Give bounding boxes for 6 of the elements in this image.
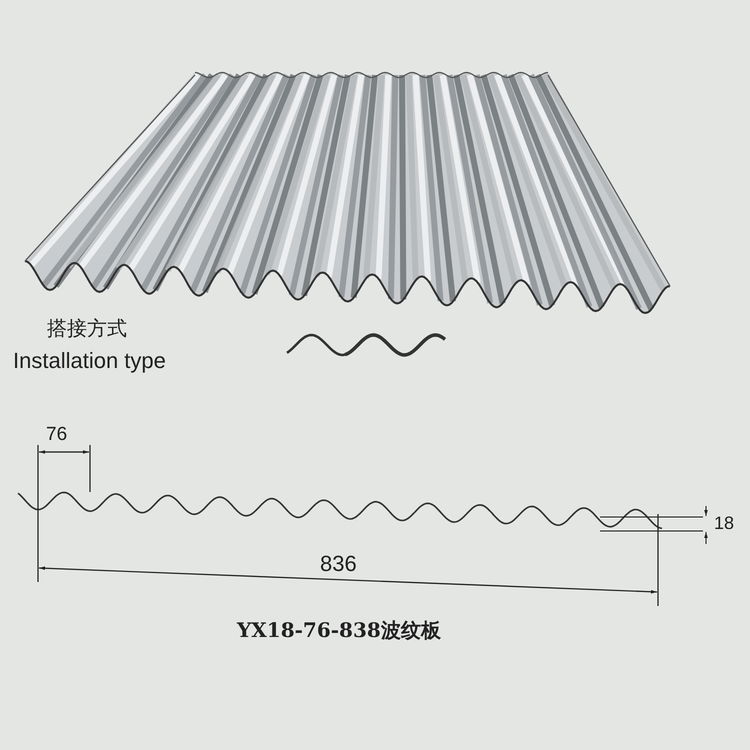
label: 搭接方式: [47, 318, 127, 338]
dimension-label: 76: [46, 425, 68, 444]
label: Installation type: [13, 350, 166, 372]
caption: YX18-76-838波纹板: [237, 620, 441, 640]
dimension-label: 18: [714, 514, 734, 532]
dimension-label: 836: [320, 553, 357, 575]
